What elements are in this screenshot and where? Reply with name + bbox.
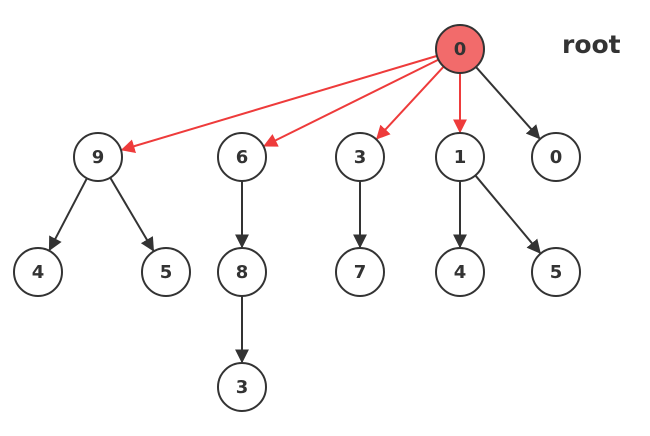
- edges-layer: [48, 54, 541, 364]
- node-label: 4: [32, 262, 45, 283]
- node-circle: [217, 362, 267, 412]
- node-label: 3: [354, 147, 367, 168]
- node-circle: [217, 247, 267, 297]
- edge-n-9-to-n-4a: [48, 177, 88, 252]
- node-circle: [435, 247, 485, 297]
- edge-n-root-to-n-6: [263, 58, 439, 147]
- node-label: 0: [454, 39, 467, 60]
- tree-node-n-4b: 4: [435, 247, 485, 297]
- edge-n-root-to-n-3a: [376, 65, 445, 140]
- tree-node-n-8: 8: [217, 247, 267, 297]
- edge-n-root-to-n-9: [120, 54, 438, 153]
- tree-node-n-4a: 4: [13, 247, 63, 297]
- node-circle: [73, 132, 123, 182]
- node-label: 4: [454, 262, 467, 283]
- node-circle: [531, 132, 581, 182]
- node-circle: [531, 247, 581, 297]
- node-circle: [13, 247, 63, 297]
- tree-node-n-5b: 5: [531, 247, 581, 297]
- node-label: 8: [236, 262, 249, 283]
- tree-node-n-7: 7: [335, 247, 385, 297]
- edge-n-1-to-n-5b: [474, 174, 541, 254]
- node-circle: [335, 132, 385, 182]
- node-label: 0: [550, 147, 563, 168]
- node-label: 7: [354, 262, 367, 283]
- node-circle: [435, 132, 485, 182]
- edge-n-9-to-n-5a: [109, 177, 155, 252]
- tree-node-n-3b: 3: [217, 362, 267, 412]
- node-label: 3: [236, 377, 249, 398]
- tree-node-n-5a: 5: [141, 247, 191, 297]
- node-label: 5: [160, 262, 173, 283]
- tree-node-n-root: 0: [435, 24, 485, 74]
- node-circle: [217, 132, 267, 182]
- edge-n-root-to-n-0b: [475, 66, 541, 140]
- tree-node-n-3a: 3: [335, 132, 385, 182]
- tree-node-n-1: 1: [435, 132, 485, 182]
- nodes-layer: 0 9 6 3 1 0 4 5 8 7 4 5 3: [13, 24, 581, 412]
- tree-node-n-9: 9: [73, 132, 123, 182]
- node-circle: [141, 247, 191, 297]
- tree-node-n-0b: 0: [531, 132, 581, 182]
- node-label: 5: [550, 262, 563, 283]
- node-circle: [435, 24, 485, 74]
- node-label: 1: [454, 147, 467, 168]
- tree-node-n-6: 6: [217, 132, 267, 182]
- node-circle: [335, 247, 385, 297]
- node-label: 6: [236, 147, 249, 168]
- root-title: root: [562, 30, 621, 59]
- node-label: 9: [92, 147, 105, 168]
